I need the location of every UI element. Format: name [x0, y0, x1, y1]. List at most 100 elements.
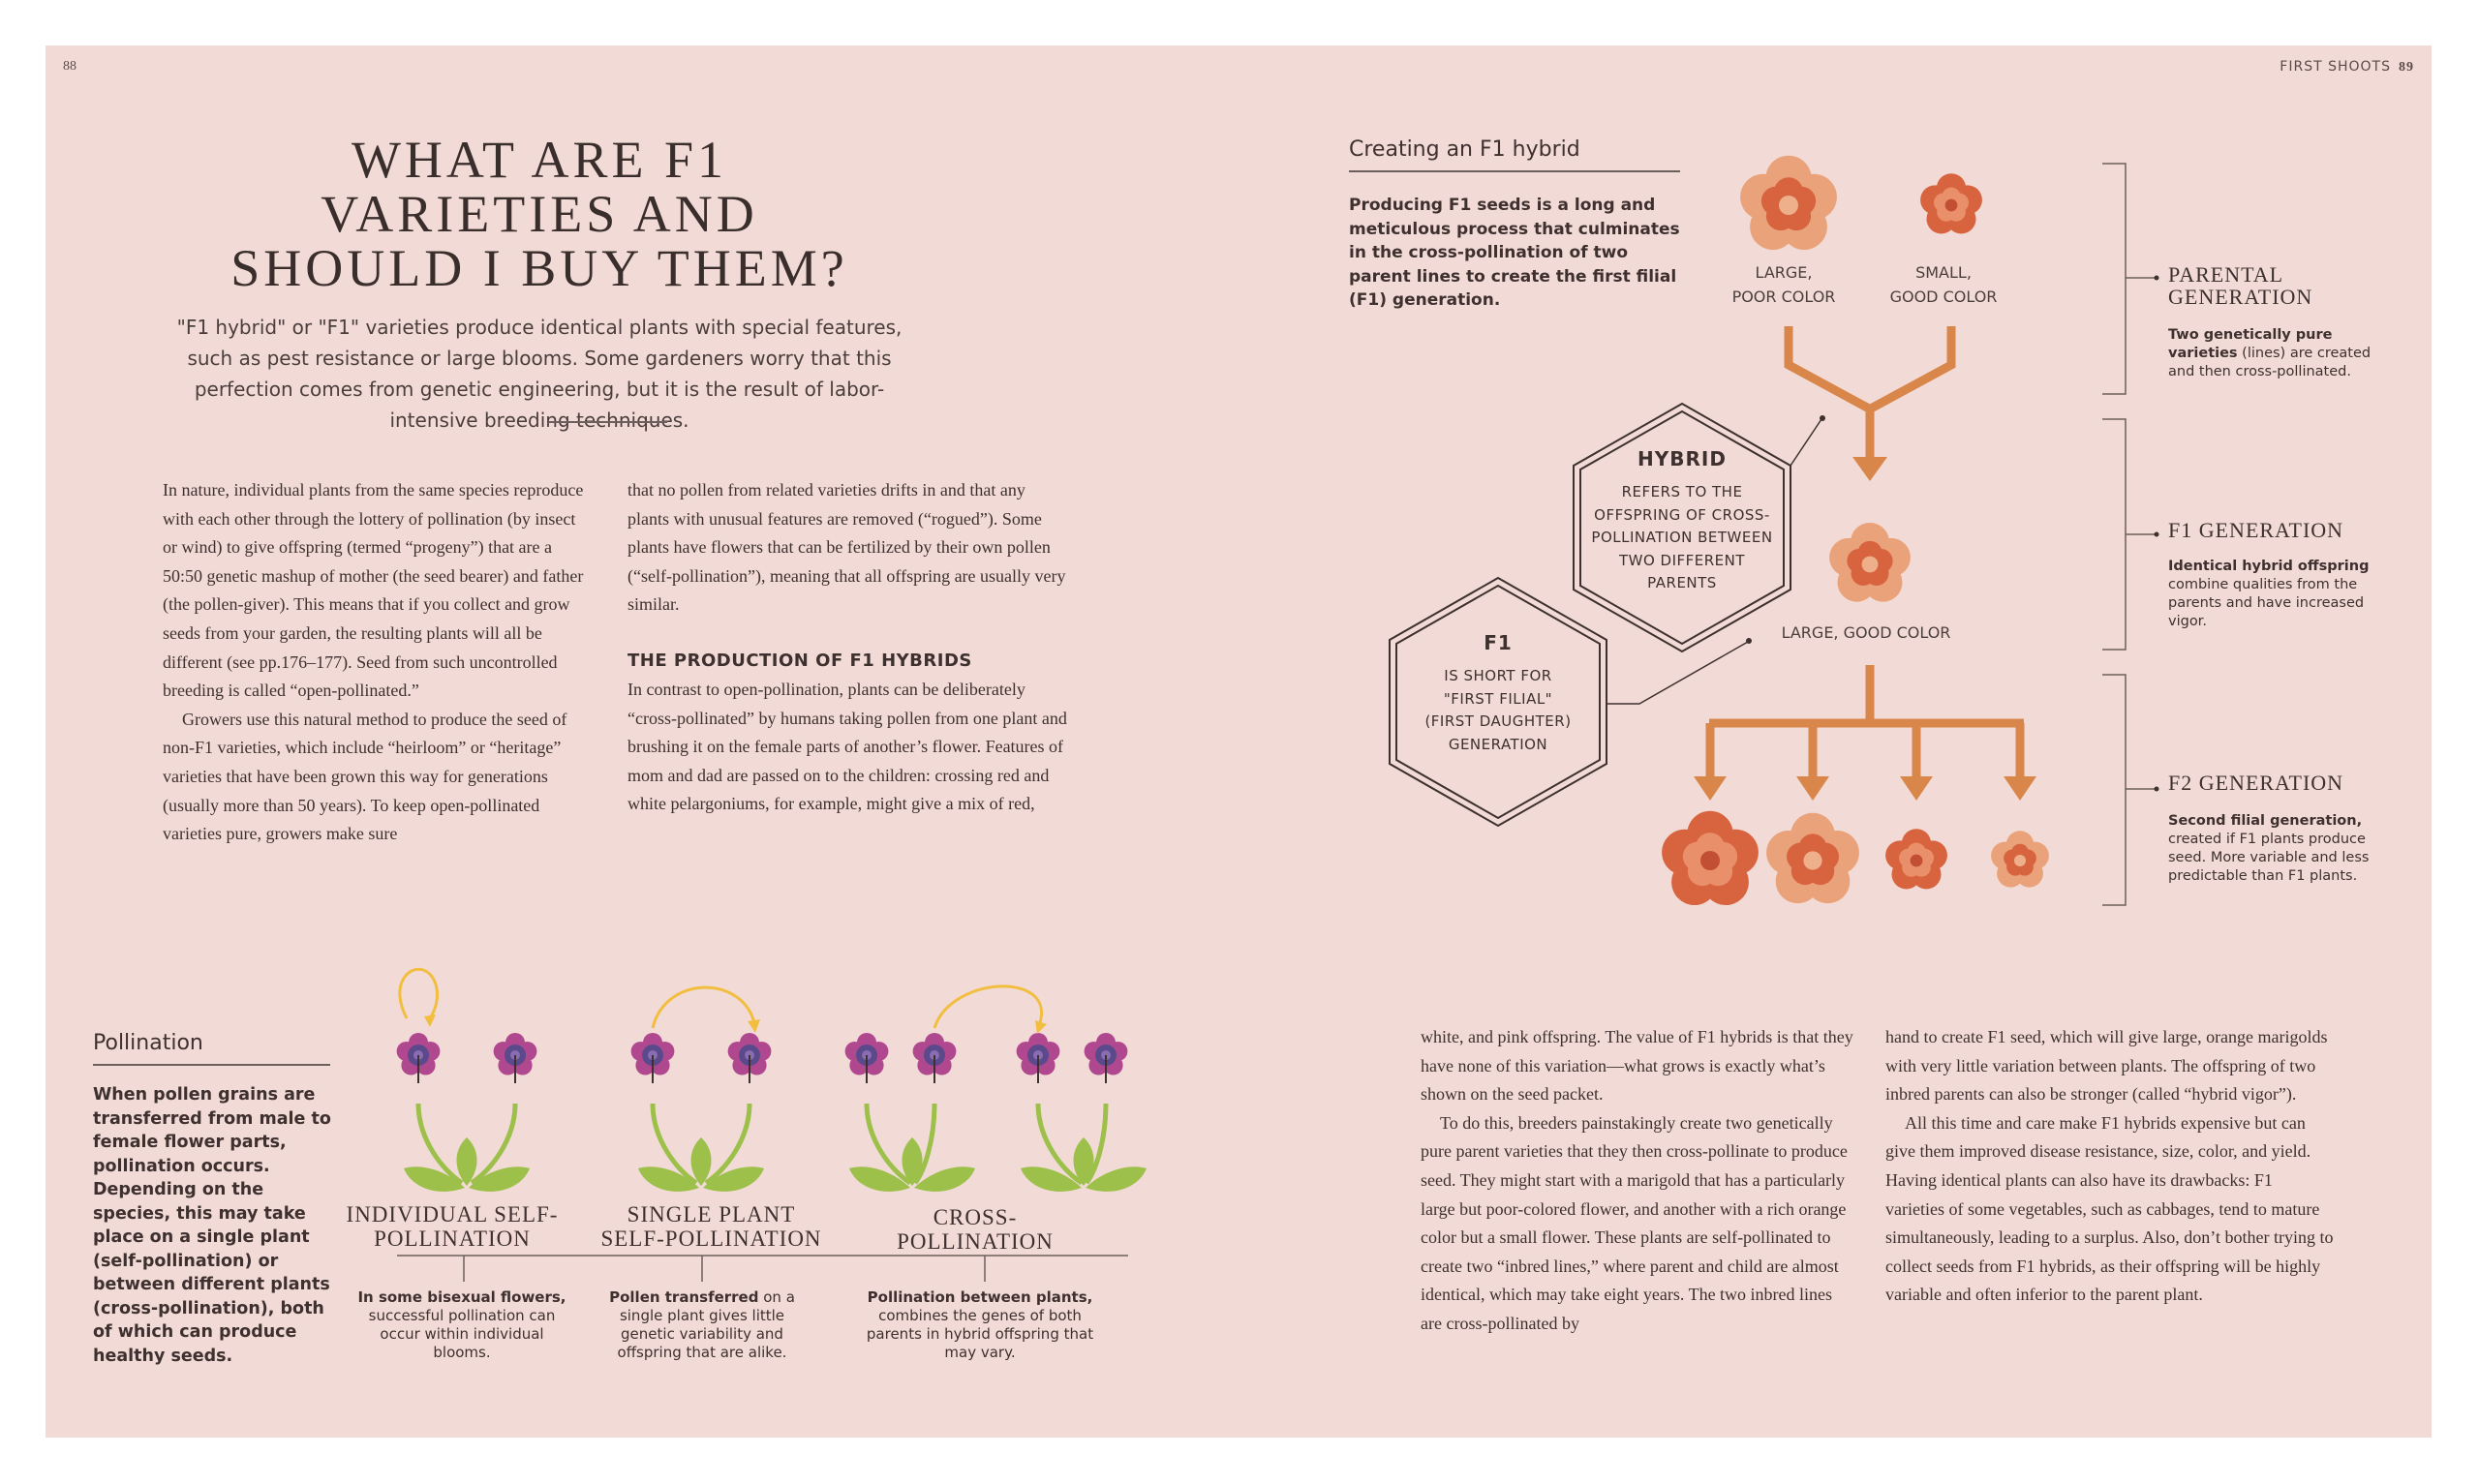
page-title: WHAT ARE F1 VARIETIES AND SHOULD I BUY T…	[162, 133, 917, 295]
individual-self-pollination-title: INDIVIDUAL SELF- POLLINATION	[346, 1202, 559, 1251]
f1-generation-description: Identical hybrid offspring combine quali…	[2168, 558, 2391, 631]
parental-generation-title: PARENTAL GENERATION	[2168, 263, 2362, 308]
title-line-1: WHAT ARE F1	[351, 131, 728, 189]
running-header: FIRST SHOOTS	[2280, 59, 2391, 75]
caption-f1-flower: LARGE, GOOD COLOR	[1781, 623, 1951, 642]
body-paragraph: Growers use this natural method to produ…	[163, 709, 567, 844]
pol-title-line: SINGLE PLANT	[627, 1202, 796, 1227]
f1-generation-title: F1 GENERATION	[2168, 518, 2344, 542]
body-paragraph: white, and pink offspring. The value of …	[1421, 1027, 1853, 1105]
parental-generation-description: Two genetically pure varieties (lines) a…	[2168, 326, 2391, 381]
desc-bold: Second filial generation,	[2168, 813, 2363, 829]
creating-f1-rule	[1349, 170, 1680, 172]
title-line-3: SHOULD I BUY THEM?	[230, 239, 848, 297]
plant-cross-a	[844, 1033, 975, 1192]
f1-hexagon	[1389, 576, 1607, 828]
title-line-2: VARIETIES AND	[321, 185, 758, 243]
f1-pointer-dot	[1746, 638, 1752, 644]
parent-flower-large	[1740, 155, 1837, 250]
caption-rest: successful pollination can occur within …	[368, 1307, 556, 1361]
bracket-dot-f2	[2154, 786, 2159, 792]
plant-individual	[396, 1033, 537, 1192]
plant-single	[630, 1033, 772, 1192]
f2-generation-title: F2 GENERATION	[2168, 771, 2344, 795]
cross-pollination-title: CROSS- POLLINATION	[869, 1205, 1082, 1254]
caption-line: SMALL,	[1915, 263, 1972, 282]
pol-title-line: POLLINATION	[897, 1229, 1054, 1254]
caption-rest: combines the genes of both parents in hy…	[866, 1307, 1094, 1361]
cross-pollination-caption: Pollination between plants, combines the…	[864, 1288, 1096, 1362]
pollination-label: Pollination	[93, 1031, 203, 1055]
hex-line: "FIRST FILIAL"	[1443, 689, 1553, 708]
caption-bold: In some bisexual flowers,	[357, 1288, 566, 1306]
cross-arrow	[1784, 326, 1956, 457]
hex-line: OFFSPRING OF CROSS-	[1594, 505, 1770, 524]
page-number-left: 88	[63, 59, 77, 74]
hex-line: GENERATION	[1448, 735, 1548, 753]
section-subhead: THE PRODUCTION OF F1 HYBRIDS	[627, 650, 972, 671]
arrowhead-f2-2	[1796, 776, 1829, 801]
body-paragraph: To do this, breeders painstakingly creat…	[1421, 1112, 1848, 1333]
body-paragraph: In nature, individual plants from the sa…	[163, 480, 584, 701]
caption-large-poor-color: LARGE, POOR COLOR	[1721, 260, 1847, 309]
bracket-dot-parental	[2154, 275, 2159, 281]
body-paragraph: In contrast to open-pollination, plants …	[627, 679, 1067, 814]
creating-f1-description: Producing F1 seeds is a long and meticul…	[1349, 196, 1680, 310]
arrowhead-f2-1	[1694, 776, 1727, 801]
creating-f1-label: Creating an F1 hybrid	[1349, 137, 1580, 162]
f2-flower-3	[1885, 829, 1947, 890]
arc-head-1	[424, 1015, 436, 1027]
caption-line: POOR COLOR	[1731, 288, 1836, 306]
pollination-baseline	[397, 1255, 1128, 1282]
hex-line: IS SHORT FOR	[1444, 667, 1552, 684]
body-paragraph: All this time and care make F1 hybrids e…	[1885, 1112, 2334, 1305]
single-pollination-arc	[651, 985, 756, 1029]
single-plant-self-pollination-caption: Pollen transferred on a single plant giv…	[605, 1288, 799, 1362]
pol-title-line: SELF-POLLINATION	[600, 1227, 822, 1251]
illustration-layer	[396, 155, 2159, 1282]
running-header-right: FIRST SHOOTS 89	[2280, 59, 2414, 76]
body-paragraph: that no pollen from related varieties dr…	[627, 480, 1066, 615]
caption-line: GOOD COLOR	[1889, 288, 1998, 306]
pollination-description: When pollen grains are transferred from …	[93, 1085, 331, 1366]
f2-flower-4	[1991, 831, 2049, 888]
pol-title-line: INDIVIDUAL SELF-	[346, 1202, 559, 1227]
bracket-dot-f1	[2154, 531, 2159, 537]
desc-rest: created if F1 plants produce seed. More …	[2168, 832, 2370, 884]
branch-arrows	[1705, 665, 2025, 776]
desc-bold: Identical hybrid offspring	[2168, 559, 2370, 574]
page-number-right: 89	[2399, 60, 2414, 75]
body-column-2: that no pollen from related varieties dr…	[627, 476, 1068, 819]
body-column-4: hand to create F1 seed, which will give …	[1885, 1023, 2336, 1310]
hex-line: (FIRST DAUGHTER)	[1424, 712, 1572, 730]
f1-box-title: F1	[1484, 631, 1513, 654]
body-paragraph: hand to create F1 seed, which will give …	[1885, 1027, 2328, 1105]
hex-line: PARENTS	[1647, 574, 1717, 591]
single-plant-self-pollination-title: SINGLE PLANT SELF-POLLINATION	[593, 1202, 830, 1251]
generation-brackets	[2102, 163, 2157, 906]
caption-bold: Pollen transferred	[609, 1288, 759, 1306]
arrowhead-to-f1	[1852, 457, 1887, 481]
caption-rest: on a single plant gives little genetic v…	[617, 1288, 795, 1361]
caption-line: LARGE,	[1755, 263, 1813, 282]
hybrid-pointer	[1790, 418, 1822, 467]
f1-flower	[1829, 522, 1911, 602]
arrowhead-f2-4	[2004, 776, 2036, 801]
gen-title-line: GENERATION	[2168, 285, 2313, 309]
hybrid-pointer-dot	[1820, 415, 1825, 421]
pol-title-line: CROSS-	[933, 1205, 1018, 1229]
book-spread: 88 FIRST SHOOTS 89 WHAT ARE F1 VARIETIES …	[46, 45, 2432, 1438]
pollination-rule	[93, 1064, 330, 1066]
f1-box-text: IS SHORT FOR "FIRST FILIAL" (FIRST DAUGH…	[1396, 665, 1600, 756]
plant-cross-b	[1016, 1033, 1147, 1192]
body-column-1: In nature, individual plants from the sa…	[163, 476, 589, 849]
body-column-3: white, and pink offspring. The value of …	[1421, 1023, 1856, 1339]
hex-line: TWO DIFFERENT	[1618, 551, 1746, 569]
arrowhead-f2-3	[1900, 776, 1933, 801]
desc-bold: Two genetically pure varieties	[2168, 327, 2333, 361]
f2-flower-1	[1662, 810, 1759, 905]
arc-head-2	[748, 1019, 760, 1033]
self-pollination-arc	[398, 967, 439, 1019]
desc-rest: combine qualities from the parents and h…	[2168, 577, 2365, 629]
caption-bold: Pollination between plants,	[867, 1288, 1093, 1306]
